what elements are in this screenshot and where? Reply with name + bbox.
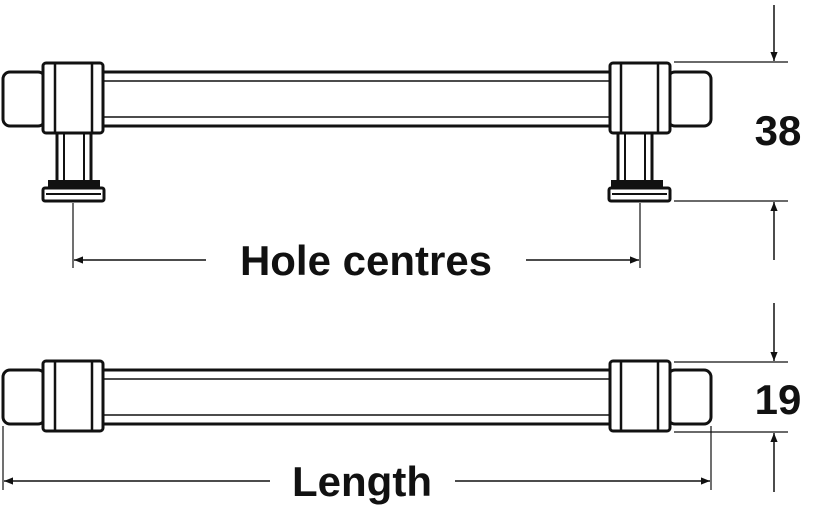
height-dimension: 38 bbox=[674, 5, 801, 260]
bar bbox=[98, 70, 616, 128]
bar bbox=[98, 368, 616, 426]
diameter-label: 19 bbox=[755, 376, 802, 423]
right-end-cap bbox=[666, 70, 713, 128]
left-collar bbox=[41, 359, 105, 433]
handle-top-view bbox=[1, 359, 713, 433]
diameter-dimension: 19 bbox=[674, 303, 801, 492]
right-collar bbox=[608, 61, 672, 135]
right-end-cap bbox=[666, 368, 713, 426]
left-end-cap bbox=[1, 70, 47, 128]
hole-centres-dimension: Hole centres bbox=[72, 203, 641, 284]
right-collar bbox=[608, 359, 672, 433]
left-end-cap bbox=[1, 368, 47, 426]
left-foot bbox=[41, 180, 106, 203]
length-dimension: Length bbox=[2, 426, 712, 505]
right-leg bbox=[616, 126, 654, 184]
left-collar bbox=[41, 61, 105, 135]
hole-centres-label: Hole centres bbox=[240, 237, 492, 284]
left-leg bbox=[55, 126, 93, 184]
length-label: Length bbox=[292, 458, 432, 505]
right-foot bbox=[607, 180, 672, 203]
handle-side-view bbox=[1, 61, 713, 203]
height-label: 38 bbox=[755, 107, 802, 154]
